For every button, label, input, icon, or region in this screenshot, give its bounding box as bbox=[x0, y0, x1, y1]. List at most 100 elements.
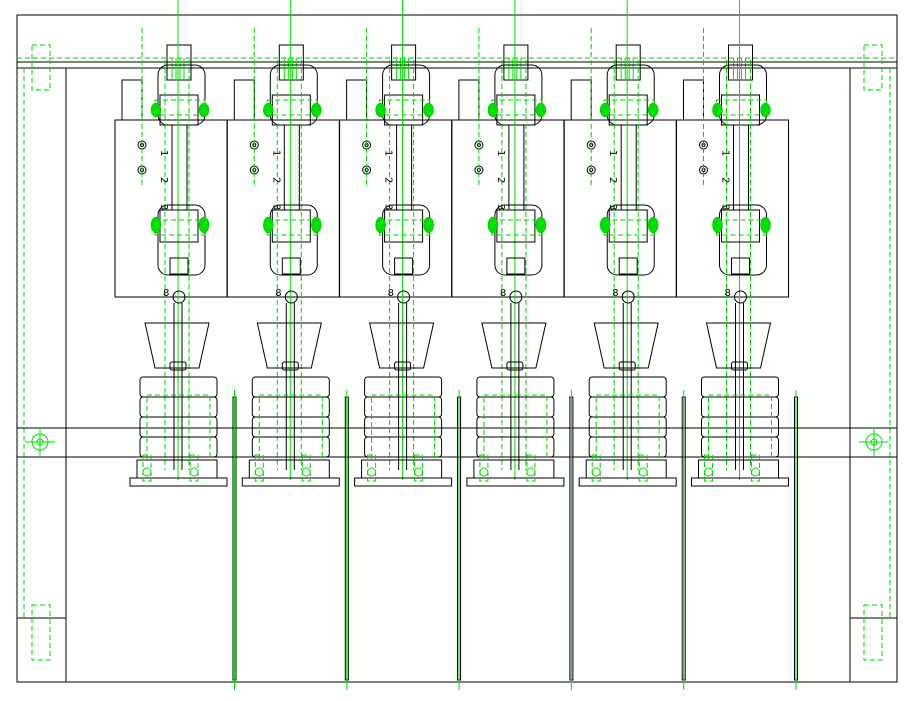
bolt-head-icon bbox=[712, 102, 723, 118]
lower-block bbox=[159, 209, 199, 243]
outer-frame bbox=[16, 14, 898, 683]
panel-tab bbox=[683, 79, 704, 121]
rod-scale-label: 3 bbox=[720, 204, 731, 210]
test-unit: 1 2 3 8 bbox=[114, 0, 237, 690]
bolt-head-icon bbox=[760, 216, 771, 234]
lower-bracket bbox=[157, 204, 206, 276]
hook-icon bbox=[734, 290, 747, 304]
weight-plate bbox=[364, 436, 443, 458]
bolt-head-icon bbox=[263, 216, 274, 234]
weight-plate bbox=[588, 436, 667, 458]
bolt-head-icon bbox=[487, 102, 499, 118]
mounting-panel bbox=[676, 119, 789, 298]
base-bolt-icon bbox=[254, 467, 264, 477]
panel-tab bbox=[570, 79, 592, 121]
base-bolt-icon bbox=[526, 454, 536, 482]
left-foot bbox=[16, 617, 67, 683]
lower-bracket bbox=[269, 204, 318, 276]
rod-scale-label: 3 bbox=[270, 204, 281, 210]
base-bolt-icon bbox=[591, 454, 601, 482]
bolt-head-icon bbox=[760, 102, 771, 118]
lower-block bbox=[271, 209, 311, 243]
base-bolt-icon bbox=[638, 467, 648, 477]
base-plate bbox=[466, 477, 565, 487]
bucket-nut bbox=[618, 361, 636, 371]
lower-nut bbox=[731, 257, 750, 275]
top-clamp bbox=[503, 44, 529, 81]
rod-scale-label: 3 bbox=[383, 204, 394, 210]
base-plate bbox=[354, 477, 453, 487]
hook-icon bbox=[284, 290, 298, 304]
bucket bbox=[705, 322, 772, 369]
bucket-nut bbox=[394, 361, 412, 371]
bucket-nut bbox=[731, 361, 748, 371]
rod-scale-label: 1 bbox=[495, 150, 506, 156]
rod-scale-label: 1 bbox=[383, 150, 394, 156]
bolt-head-icon bbox=[423, 216, 434, 234]
bolt-icon bbox=[31, 44, 883, 661]
hook-icon bbox=[621, 290, 635, 304]
rod-scale-label: 1 bbox=[607, 150, 618, 156]
bolt-head-icon bbox=[311, 216, 322, 234]
lower-nut bbox=[281, 257, 301, 275]
rod-scale-label: 1 bbox=[720, 150, 731, 156]
base-bolt-icon bbox=[591, 467, 601, 477]
hook-label: 8 bbox=[275, 288, 281, 299]
hook-icon bbox=[509, 290, 523, 304]
bolt-head-icon bbox=[375, 216, 386, 234]
rod-scale-label: 2 bbox=[720, 177, 731, 183]
base-bolt-icon bbox=[189, 454, 199, 482]
base-plate bbox=[129, 477, 228, 487]
lower-block bbox=[496, 209, 536, 243]
lower-block bbox=[608, 209, 648, 243]
mounting-panel bbox=[451, 119, 565, 298]
lower-nut bbox=[394, 257, 414, 275]
bolt-head-icon bbox=[535, 102, 547, 118]
bucket-nut bbox=[506, 361, 524, 371]
lower-bracket bbox=[382, 204, 431, 276]
lower-nut bbox=[169, 257, 189, 275]
base-bolt-icon bbox=[367, 454, 377, 482]
weight-plate bbox=[476, 436, 555, 458]
base-bolt-icon bbox=[638, 454, 648, 482]
top-clamp bbox=[391, 44, 417, 81]
base-bolt-icon bbox=[479, 467, 489, 477]
base-bolt-icon bbox=[142, 454, 152, 482]
bolt-head-icon bbox=[311, 102, 322, 118]
rod-scale-label: 1 bbox=[158, 150, 169, 156]
base-bolt-icon bbox=[704, 467, 713, 477]
base-bolt-icon bbox=[254, 454, 264, 482]
base-bolt-icon bbox=[704, 454, 713, 482]
bolt-head-icon bbox=[487, 216, 499, 234]
top-clamp bbox=[166, 44, 192, 81]
bolt-head-icon bbox=[263, 102, 274, 118]
lower-bracket bbox=[719, 204, 767, 276]
rod-scale-label: 2 bbox=[158, 177, 169, 183]
hook-label: 8 bbox=[163, 288, 169, 299]
base-bolt-icon bbox=[189, 467, 199, 477]
lower-nut bbox=[618, 257, 638, 275]
pivot-icon bbox=[25, 427, 889, 457]
base-bolt-icon bbox=[367, 467, 377, 477]
mounting-panel bbox=[226, 119, 340, 298]
base-bolt-icon bbox=[301, 454, 311, 482]
weight-plate bbox=[251, 436, 330, 458]
rod-scale-label: 3 bbox=[158, 204, 169, 210]
bolt-head-icon bbox=[712, 216, 723, 234]
bucket bbox=[256, 322, 322, 369]
mounting-panel bbox=[114, 119, 228, 298]
lower-block bbox=[721, 209, 760, 243]
hook-label: 8 bbox=[388, 288, 394, 299]
bucket bbox=[481, 322, 547, 369]
weight-plate bbox=[701, 436, 779, 458]
base-bolt-icon bbox=[526, 467, 536, 477]
hook-icon bbox=[397, 290, 411, 304]
bucket bbox=[368, 322, 435, 369]
panel-tab bbox=[121, 79, 143, 121]
hook-icon bbox=[172, 290, 186, 304]
bucket-nut bbox=[169, 361, 187, 371]
